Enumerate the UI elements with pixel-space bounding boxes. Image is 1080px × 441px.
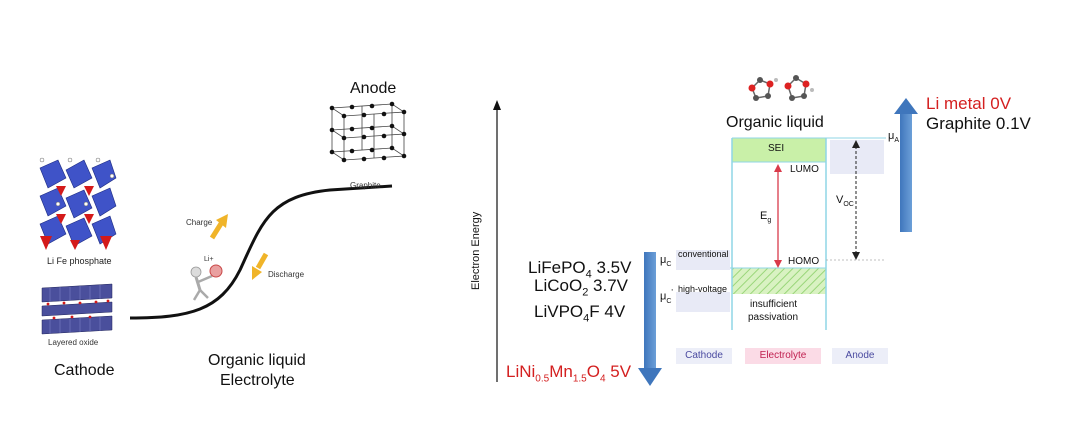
insufficient-label: insufficient bbox=[750, 299, 798, 310]
cathode-band-conventional bbox=[676, 250, 730, 270]
lumo-label: LUMO bbox=[790, 164, 819, 175]
anode-li-metal-label: Li metal 0V bbox=[926, 94, 1012, 113]
charge-arrow-icon bbox=[209, 214, 228, 240]
anode-graphite-label: Graphite 0.1V bbox=[926, 114, 1031, 133]
discharge-arrow-icon bbox=[252, 252, 269, 280]
voc-arrow-icon bbox=[852, 140, 860, 260]
legend-electrolyte: Electrolyte bbox=[745, 348, 821, 364]
legend-anode: Anode bbox=[832, 348, 888, 364]
organic-liquid-title: Organic liquid bbox=[726, 114, 824, 131]
sei-label: SEI bbox=[768, 143, 785, 154]
conventional-label: conventional bbox=[678, 249, 729, 259]
band-gap-label: Eg bbox=[760, 210, 772, 225]
anode-title: Anode bbox=[350, 80, 397, 97]
cathode-lifepo4-label: LiFePO4 3.5V bbox=[528, 258, 632, 281]
li-fe-phosphate-label: Li Fe phosphate bbox=[47, 256, 112, 266]
electrolyte-line-2: Electrolyte bbox=[220, 372, 295, 389]
li-fe-phosphate-crystal-image bbox=[36, 157, 117, 250]
anode-potential-arrow bbox=[894, 98, 918, 232]
cathode-licoo2-label: LiCoO2 3.7V bbox=[534, 276, 629, 299]
li-ion-label: Li+ bbox=[204, 256, 214, 263]
homo-label: HOMO bbox=[788, 256, 820, 267]
voc-label: VOC bbox=[836, 194, 854, 209]
legend-cathode: Cathode bbox=[676, 348, 732, 364]
electrolyte-line-1: Organic liquid bbox=[208, 352, 306, 369]
discharge-label: Discharge bbox=[268, 270, 305, 279]
mu-c-prime-label: μC' bbox=[660, 288, 673, 305]
cathode-band-high-voltage bbox=[676, 292, 730, 312]
cathode-livpo4f-label: LiVPO4F 4V bbox=[534, 302, 626, 325]
electron-energy-axis bbox=[493, 100, 501, 382]
mu-c-label: μC bbox=[660, 254, 672, 269]
mu-a-label: μA bbox=[888, 130, 900, 145]
electrolyte-window bbox=[676, 137, 886, 330]
cathode-lnmo-label: LiNi0.5Mn1.5O4 5V bbox=[506, 362, 632, 385]
cathode-title: Cathode bbox=[54, 362, 115, 379]
band-gap-arrow-icon bbox=[774, 164, 782, 268]
organic-molecule-icon bbox=[748, 75, 814, 101]
layered-oxide-crystal-image bbox=[41, 283, 113, 335]
high-voltage-label: high-voltage bbox=[678, 284, 728, 294]
graphite-crystal-image bbox=[329, 101, 407, 163]
passivation-label: passivation bbox=[748, 312, 799, 323]
graphite-label: Graphite bbox=[350, 181, 381, 190]
cathode-potential-arrow bbox=[638, 252, 662, 386]
voltage-curve bbox=[129, 184, 393, 320]
electron-energy-label: Electron Energy bbox=[470, 211, 482, 290]
layered-oxide-label: Layered oxide bbox=[48, 338, 99, 347]
li-ion-runner-icon bbox=[190, 264, 223, 301]
charge-label: Charge bbox=[186, 218, 213, 227]
